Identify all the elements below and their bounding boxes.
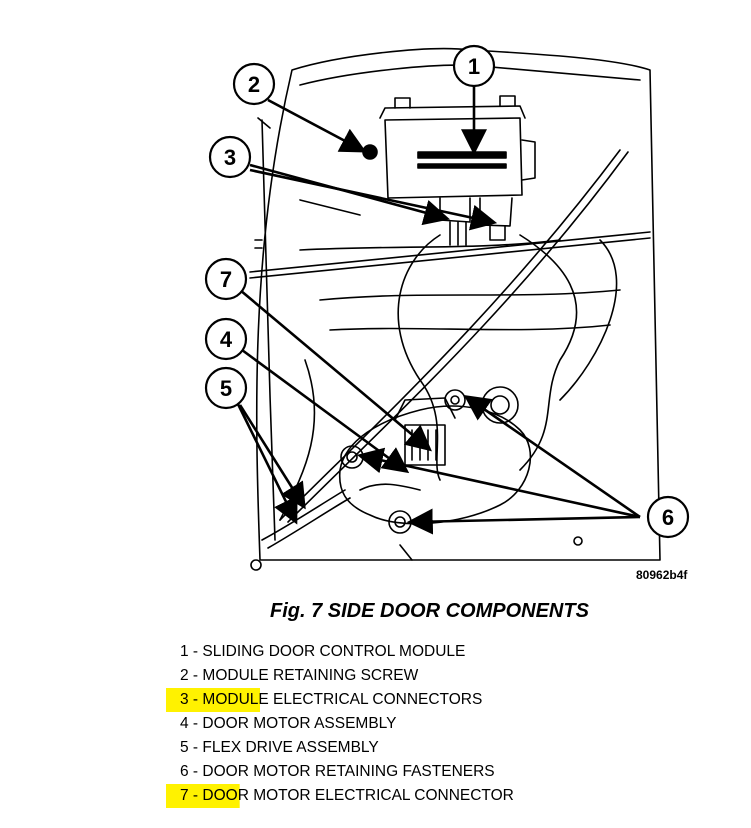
side-door-diagram: 1 2 3 7 4 5 6 [204, 44, 690, 571]
svg-text:4: 4 [220, 327, 233, 352]
callout-6: 6 [646, 495, 690, 539]
legend-item-7: 7 - DOOR MOTOR ELECTRICAL CONNECTOR [166, 784, 514, 808]
legend-text: SLIDING DOOR CONTROL MODULE [202, 643, 466, 660]
legend-separator: - [188, 763, 203, 780]
callout-group: 1 2 3 7 4 5 6 [204, 44, 690, 539]
leader-6c [406, 508, 641, 535]
legend-number: 7 [180, 787, 189, 804]
legend-number: 6 [180, 763, 189, 780]
leader-7 [239, 289, 432, 452]
door-panel-outline [255, 47, 661, 561]
svg-text:6: 6 [662, 505, 674, 530]
figure-id: 80962b4f [636, 568, 688, 582]
legend-item-6: 6 - DOOR MOTOR RETAINING FASTENERS [180, 760, 514, 784]
leader-5a [234, 399, 298, 525]
legend-number: 4 [180, 715, 189, 732]
callout-4: 4 [204, 317, 248, 361]
leader-6a [463, 395, 641, 519]
legend-separator: - [188, 787, 203, 804]
control-module [379, 95, 536, 246]
legend-separator: - [188, 715, 203, 732]
legend-text: DOOR MOTOR ELECTRICAL CONNECTOR [202, 787, 514, 804]
diagonal-rod [279, 149, 621, 521]
legend-item-3: 3 - MODULE ELECTRICAL CONNECTORS [166, 688, 514, 712]
leader-5b [238, 404, 306, 510]
svg-text:3: 3 [224, 145, 236, 170]
retaining-screw [362, 144, 378, 160]
legend-separator: - [188, 691, 203, 708]
legend-text: MODULE RETAINING SCREW [202, 667, 419, 684]
callout-3: 3 [208, 135, 252, 179]
callout-1: 1 [452, 44, 496, 88]
svg-text:5: 5 [220, 376, 232, 401]
legend-item-4: 4 - DOOR MOTOR ASSEMBLY [180, 712, 514, 736]
callout-5: 5 [204, 366, 248, 410]
figure-title: Fig. 7 SIDE DOOR COMPONENTS [270, 600, 589, 622]
legend-number: 5 [180, 739, 189, 756]
leader-6b [356, 447, 641, 519]
leader-3b [249, 168, 498, 231]
legend-text: MODULE ELECTRICAL CONNECTORS [202, 691, 483, 708]
door-motor [338, 386, 532, 534]
legend-number: 3 [180, 691, 189, 708]
legend-item-1: 1 - SLIDING DOOR CONTROL MODULE [180, 640, 514, 664]
legend-separator: - [188, 739, 203, 756]
svg-text:7: 7 [220, 267, 232, 292]
cable-harness [397, 234, 441, 481]
legend-text: FLEX DRIVE ASSEMBLY [202, 739, 379, 756]
legend-item-5: 5 - FLEX DRIVE ASSEMBLY [180, 736, 514, 760]
leader-4 [241, 348, 410, 474]
callout-2: 2 [232, 62, 276, 106]
svg-text:1: 1 [468, 54, 480, 79]
flex-drive [261, 489, 346, 541]
callout-7: 7 [204, 257, 248, 301]
legend-separator: - [188, 667, 203, 684]
legend-number: 2 [180, 667, 189, 684]
leader-2 [267, 98, 367, 153]
legend-number: 1 [180, 643, 189, 660]
door-rod [249, 231, 651, 273]
legend-item-2: 2 - MODULE RETAINING SCREW [180, 664, 514, 688]
svg-text:2: 2 [248, 72, 260, 97]
legend-text: DOOR MOTOR ASSEMBLY [202, 715, 397, 732]
legend-text: DOOR MOTOR RETAINING FASTENERS [202, 763, 495, 780]
legend-separator: - [188, 643, 203, 660]
